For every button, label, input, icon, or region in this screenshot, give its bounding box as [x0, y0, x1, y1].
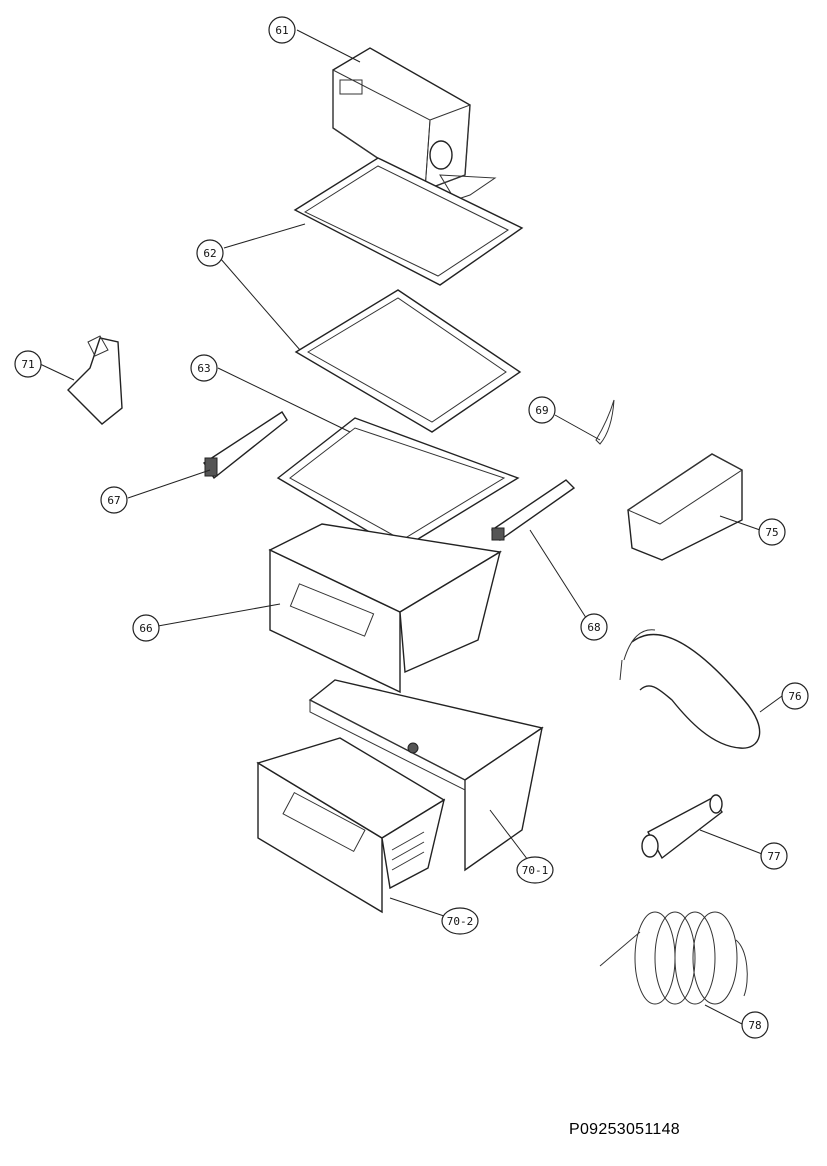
callout-69: 69 [528, 396, 556, 424]
part-78-coiled-tube [599, 911, 748, 1005]
part-62-shelf-frame-lower [294, 289, 522, 433]
part-75-door-bin [626, 453, 743, 561]
part-76-water-tube [619, 629, 761, 749]
callout-62: 62 [196, 239, 224, 267]
callout-70-1: 70-1 [516, 856, 554, 884]
part-68-right-rail [490, 479, 576, 541]
callout-67: 67 [100, 486, 128, 514]
callout-63: 63 [190, 354, 218, 382]
part-77-filter [641, 794, 723, 860]
callout-69-label: 69 [535, 404, 548, 417]
part-61-housing [332, 47, 497, 201]
callout-62-label: 62 [203, 247, 216, 260]
callout-68: 68 [580, 613, 608, 641]
callout-71: 71 [14, 350, 42, 378]
part-69-clip [595, 399, 615, 445]
callout-77: 77 [760, 842, 788, 870]
callout-78-label: 78 [748, 1019, 761, 1032]
callout-76-label: 76 [788, 690, 801, 703]
callout-78: 78 [741, 1011, 769, 1039]
part-62-shelf-frame-upper [293, 157, 524, 286]
callout-66: 66 [132, 614, 160, 642]
part-63-glass-shelf [276, 417, 520, 551]
callout-70-1-label: 70-1 [522, 864, 549, 877]
callout-68-label: 68 [587, 621, 600, 634]
callout-71-label: 71 [21, 358, 34, 371]
part-71-bracket [67, 335, 123, 425]
callout-66-label: 66 [139, 622, 152, 635]
callout-63-label: 63 [197, 362, 210, 375]
callout-77-label: 77 [767, 850, 780, 863]
callout-70-2-label: 70-2 [447, 915, 474, 928]
callout-61-label: 61 [275, 24, 288, 37]
reference-code: P09253051148 [569, 1121, 680, 1138]
callout-76: 76 [781, 682, 809, 710]
callout-67-label: 67 [107, 494, 120, 507]
callout-75-label: 75 [765, 526, 778, 539]
part-66-crisper-drawer [268, 523, 503, 694]
part-70-2-basket-drawer [256, 737, 446, 914]
callout-61: 61 [268, 16, 296, 44]
callout-70-2: 70-2 [441, 907, 479, 935]
leader-lines [39, 29, 783, 1025]
part-67-left-rail [203, 411, 288, 480]
callout-75: 75 [758, 518, 786, 546]
part-70-1-drawer-housing [308, 679, 544, 872]
